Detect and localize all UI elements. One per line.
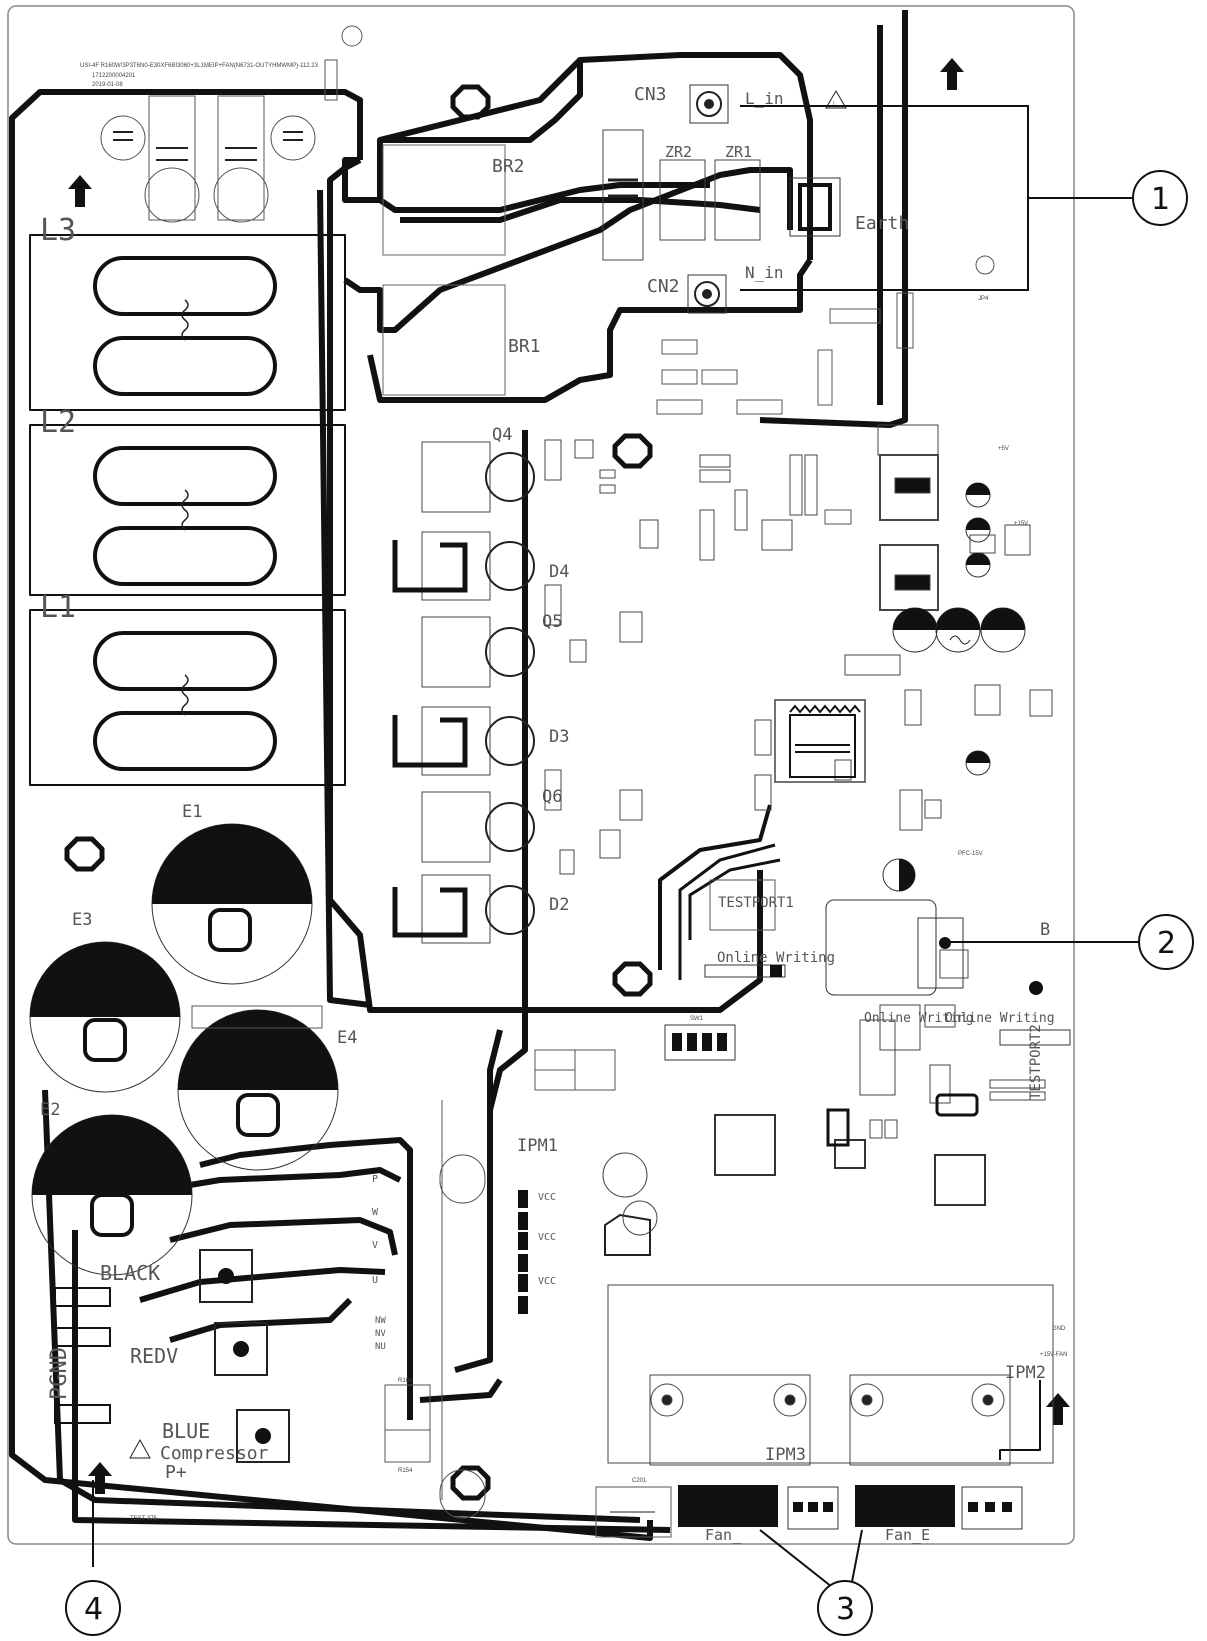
input-section: BR2 BR1 ZR2 ZR1 CN3 L_in CN2 N_in Earth … <box>382 84 909 396</box>
br1-label: BR1 <box>508 336 541 357</box>
l-in-label: L_in <box>745 89 784 108</box>
l3-label: L3 <box>40 213 76 248</box>
bulk-capacitors <box>29 823 339 1276</box>
q5-label: Q5 <box>542 612 562 632</box>
e4-label: E4 <box>337 1028 357 1048</box>
header-line-3: 2019-01-08 <box>92 82 123 88</box>
red-label: REDV <box>130 1344 178 1368</box>
fan-label-2: Fan_E <box>885 1526 930 1544</box>
mcu-ics <box>602 1019 986 1256</box>
pin-nw: NW <box>375 1316 386 1326</box>
pin-v: V <box>372 1240 378 1251</box>
compressor-label: Compressor <box>160 1443 269 1464</box>
pin-p: P <box>372 1174 378 1185</box>
inductors <box>93 256 277 771</box>
n-in-label: N_in <box>745 263 784 282</box>
zr2-label: ZR2 <box>665 143 692 161</box>
jp4-label: JP4 <box>978 296 989 302</box>
callout-leader-lines <box>92 105 1139 1588</box>
up-arrow-icon <box>88 1462 112 1494</box>
vcc-label-2: VCC <box>538 1232 556 1243</box>
cn2-label: CN2 <box>647 276 680 297</box>
ipm-modules <box>607 1284 1054 1466</box>
gnd-label: GND <box>1052 1326 1066 1332</box>
b-label: B <box>1040 920 1050 940</box>
ipm1-outline <box>439 1100 486 1519</box>
smd-components <box>544 439 1046 1139</box>
vcc-label-3: VCC <box>538 1276 556 1287</box>
plus5v-label: +5V <box>998 446 1009 452</box>
input-capacitors <box>100 25 363 223</box>
pin-nu: NU <box>375 1342 386 1352</box>
q4-label: Q4 <box>492 425 512 445</box>
online-writing-2: Online Writing <box>864 1011 974 1026</box>
blue-label: BLUE <box>162 1419 210 1443</box>
power-traces <box>9 10 1041 1541</box>
sw1-label: SW1 <box>690 1016 704 1022</box>
vcc-label-1: VCC <box>538 1192 556 1203</box>
l1-label: L1 <box>40 590 76 625</box>
header-line-2: 1712200004201 <box>92 73 136 79</box>
online-writing-3: Online Writing <box>945 1011 1055 1026</box>
compressor-terminals <box>199 1249 290 1463</box>
cn3-label: CN3 <box>634 84 667 105</box>
callout-3: 3 <box>836 1592 855 1627</box>
arrow-icons <box>68 58 1070 1494</box>
fan15v-label: +15V-FAN <box>1040 1352 1068 1358</box>
mounting-holes <box>64 84 653 1501</box>
up-arrow-icon <box>940 58 964 90</box>
e2-label: E2 <box>40 1100 60 1120</box>
inductor-coils <box>181 299 189 716</box>
testport2-label: TESTPORT2 <box>1028 1024 1044 1100</box>
e3-label: E3 <box>72 910 92 930</box>
e1-label: E1 <box>182 802 202 822</box>
earth-label: Earth <box>855 213 909 234</box>
br2-label: BR2 <box>492 156 525 177</box>
test-label: TEST-375 <box>130 1516 158 1522</box>
header-line-1: USI-4F R160W/3P3T6N0-E30XF6BI3060+3L1MEI… <box>80 63 319 69</box>
pfc15v-label: PFC-15V <box>958 851 983 857</box>
online-writing-1: Online Writing <box>717 950 835 966</box>
callout-2: 2 <box>1157 926 1176 961</box>
switching-devices <box>421 441 535 944</box>
l2-label: L2 <box>40 405 76 440</box>
callout-1: 1 <box>1151 182 1170 217</box>
c201-label: C201 <box>632 1478 647 1484</box>
callout-4: 4 <box>84 1592 103 1627</box>
r160-label: R160 <box>398 1378 413 1384</box>
zr1-label: ZR1 <box>725 143 752 161</box>
pplus-label: P+ <box>165 1462 187 1483</box>
r154-label: R154 <box>398 1468 413 1474</box>
board-outline <box>7 5 1075 1545</box>
ipm1-label: IPM1 <box>517 1136 558 1156</box>
pin-w: W <box>372 1207 379 1218</box>
ipm2-label: IPM2 <box>1005 1363 1046 1383</box>
black-label: BLACK <box>100 1261 160 1285</box>
vcc-pads <box>518 1190 528 1314</box>
transformer <box>789 704 861 778</box>
pin-u: U <box>372 1275 378 1286</box>
terminal-pads <box>54 1287 111 1424</box>
pin-nv: NV <box>375 1329 386 1339</box>
control-caps <box>882 482 1043 995</box>
d3-label: D3 <box>549 727 569 747</box>
resistors <box>534 292 914 1091</box>
control-ics <box>754 424 1053 811</box>
plus15v-label: +15V <box>1014 521 1028 527</box>
d4-label: D4 <box>549 562 569 582</box>
d2-label: D2 <box>549 895 569 915</box>
ipm3-label: IPM3 <box>765 1445 806 1465</box>
pgnd-label: PGND <box>47 1347 72 1400</box>
fan-connectors: C201 <box>595 1478 1023 1538</box>
q6-label: Q6 <box>542 787 562 807</box>
testport1-label: TESTPORT1 <box>718 895 794 911</box>
callout-badges: 1 2 3 4 <box>65 170 1194 1636</box>
diode-traces <box>392 540 468 938</box>
up-arrow-icon <box>68 175 92 207</box>
fan-label-1: Fan_ <box>705 1526 742 1544</box>
dip-switch <box>664 1024 736 1061</box>
up-arrow-icon <box>1046 1393 1070 1425</box>
